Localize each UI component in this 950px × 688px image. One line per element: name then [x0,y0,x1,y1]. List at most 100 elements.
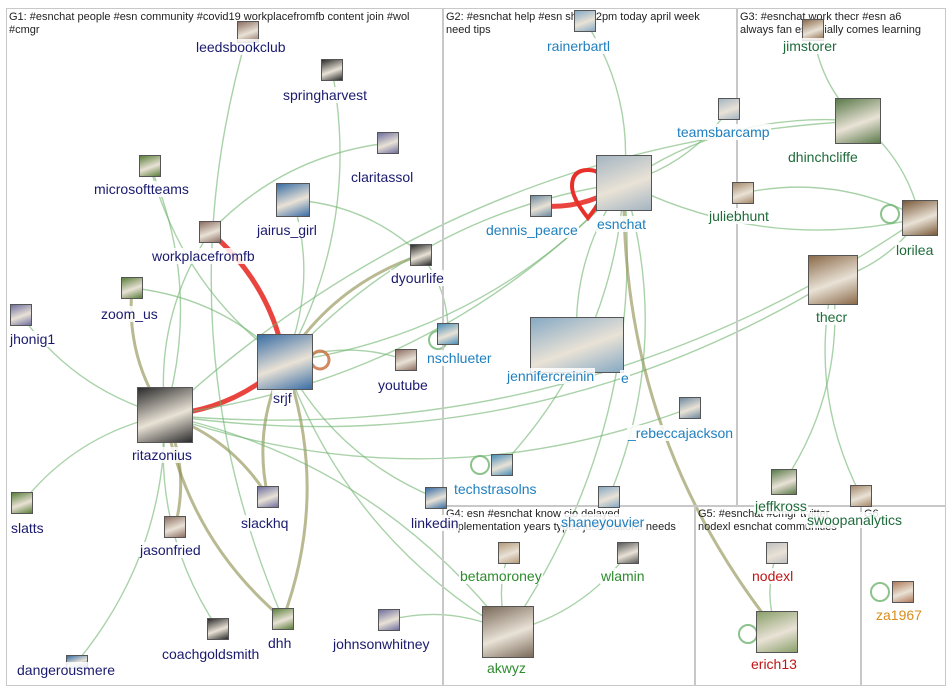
node-label-dangerousmere[interactable]: dangerousmere [16,662,117,678]
avatar-betamoroney[interactable] [498,542,520,564]
avatar-linkedin[interactable] [425,487,447,509]
node-label-jhonig1[interactable]: jhonig1 [9,331,57,347]
group-label-g1: G1: #esnchat people #esn community #covi… [9,11,410,36]
self-loop-techstrasolns [470,455,490,475]
node-label-_rebeccajackson[interactable]: _rebeccajackson [627,425,735,441]
node-label-thecr[interactable]: thecr [815,309,849,325]
node-label-slackhq[interactable]: slackhq [240,515,290,531]
avatar-dennis_pearce[interactable] [530,195,552,217]
self-loop-za1967 [870,582,890,602]
node-label-dhinchcliffe[interactable]: dhinchcliffe [787,149,859,165]
avatar-thecr[interactable] [808,255,858,305]
edge-juliebhunt-lorilea [742,186,921,219]
node-label-jennifercreinin[interactable]: jennifercreinin [506,368,596,384]
node-label-e[interactable]: e [620,370,630,386]
node-label-jairus_girl[interactable]: jairus_girl [256,222,318,238]
node-label-dhh[interactable]: dhh [267,635,293,651]
avatar-claritassol[interactable] [377,132,399,154]
node-label-slatts[interactable]: slatts [10,520,45,536]
node-label-wlamin[interactable]: wlamin [600,568,646,584]
avatar-esnchat[interactable] [596,155,652,211]
group-box-g4 [442,505,696,686]
node-label-lorilea[interactable]: lorilea [895,242,935,258]
avatar-jennifercreinin[interactable] [530,317,624,373]
node-label-coachgoldsmith[interactable]: coachgoldsmith [161,646,261,662]
node-label-swoopanalytics[interactable]: swoopanalytics [806,512,903,528]
node-label-dennis_pearce[interactable]: dennis_pearce [485,222,579,238]
edge-swoopanalytics-thecr [824,279,862,497]
group-box-g6 [860,505,946,686]
edge-esnchat-lorilea [623,182,921,231]
edge-_rebeccajackson-ritazonius [164,407,691,460]
avatar-workplacefromfb[interactable] [199,221,221,243]
avatar-rainerbartl[interactable] [574,10,596,32]
node-label-johnsonwhitney[interactable]: johnsonwhitney [332,636,431,652]
avatar-_rebeccajackson[interactable] [679,397,701,419]
avatar-zoom_us[interactable] [121,277,143,299]
node-label-betamoroney[interactable]: betamoroney [459,568,543,584]
node-label-za1967[interactable]: za1967 [875,607,923,623]
avatar-dyourlife[interactable] [410,244,432,266]
avatar-dhh[interactable] [272,608,294,630]
avatar-srjf[interactable] [257,334,313,390]
avatar-youtube[interactable] [395,349,417,371]
avatar-dhinchcliffe[interactable] [835,98,881,144]
avatar-nschlueter[interactable] [437,323,459,345]
node-label-jasonfried[interactable]: jasonfried [139,542,202,558]
node-label-youtube[interactable]: youtube [377,377,429,393]
avatar-slatts[interactable] [11,492,33,514]
avatar-slackhq[interactable] [257,486,279,508]
edge-esnchat-erich13 [622,182,779,633]
avatar-juliebhunt[interactable] [732,182,754,204]
edge-leedsbookclub-dhh [210,31,284,620]
group-label-g3: G3: #esnchat work thecr #esn a6 always f… [740,11,921,36]
avatar-swoopanalytics[interactable] [850,485,872,507]
node-label-ritazonius[interactable]: ritazonius [131,447,193,463]
node-label-jeffkross[interactable]: jeffkross [754,498,808,514]
group-label-g2: G2: #esnchat help #esn share 2pm today a… [446,11,700,36]
edge-srjf-akwyz [284,361,509,633]
avatar-ritazonius[interactable] [137,387,193,443]
avatar-microsoftteams[interactable] [139,155,161,177]
avatar-teamsbarcamp[interactable] [718,98,740,120]
avatar-za1967[interactable] [892,581,914,603]
node-label-shaneyouvier[interactable]: shaneyouvier [560,514,646,530]
node-label-dyourlife[interactable]: dyourlife [390,270,445,286]
node-label-srjf[interactable]: srjf [272,390,293,406]
node-label-esnchat[interactable]: esnchat [596,216,648,232]
avatar-lorilea[interactable] [902,200,938,236]
node-label-microsoftteams[interactable]: microsoftteams [93,181,190,197]
avatar-akwyz[interactable] [482,606,534,658]
node-label-nschlueter[interactable]: nschlueter [426,350,493,366]
avatar-springharvest[interactable] [321,59,343,81]
node-label-teamsbarcamp[interactable]: teamsbarcamp [676,124,771,140]
node-label-erich13[interactable]: erich13 [750,656,798,672]
node-label-leedsbookclub[interactable]: leedsbookclub [195,39,287,55]
avatar-jairus_girl[interactable] [276,183,310,217]
avatar-wlamin[interactable] [617,542,639,564]
avatar-johnsonwhitney[interactable] [378,609,400,631]
avatar-jeffkross[interactable] [771,469,797,495]
avatar-nodexl[interactable] [766,542,788,564]
avatar-techstrasolns[interactable] [491,454,513,476]
group-box-g3 [736,8,946,507]
node-label-akwyz[interactable]: akwyz [486,660,527,676]
node-label-springharvest[interactable]: springharvest [282,87,369,103]
group-box-g1 [6,8,444,686]
node-label-linkedin[interactable]: linkedin [410,515,460,531]
avatar-shaneyouvier[interactable] [598,486,620,508]
node-label-nodexl[interactable]: nodexl [751,568,795,584]
node-label-workplacefromfb[interactable]: workplacefromfb [151,248,256,264]
node-label-zoom_us[interactable]: zoom_us [100,306,159,322]
avatar-erich13[interactable] [756,611,798,653]
node-label-jimstorer[interactable]: jimstorer [782,38,838,54]
edge-ritazonius-dhh [163,414,284,621]
node-label-claritassol[interactable]: claritassol [350,169,415,185]
avatar-jhonig1[interactable] [10,304,32,326]
avatar-coachgoldsmith[interactable] [207,618,229,640]
node-label-techstrasolns[interactable]: techstrasolns [453,481,538,497]
node-label-juliebhunt[interactable]: juliebhunt [708,208,770,224]
node-label-rainerbartl[interactable]: rainerbartl [546,38,612,54]
avatar-jasonfried[interactable] [164,516,186,538]
